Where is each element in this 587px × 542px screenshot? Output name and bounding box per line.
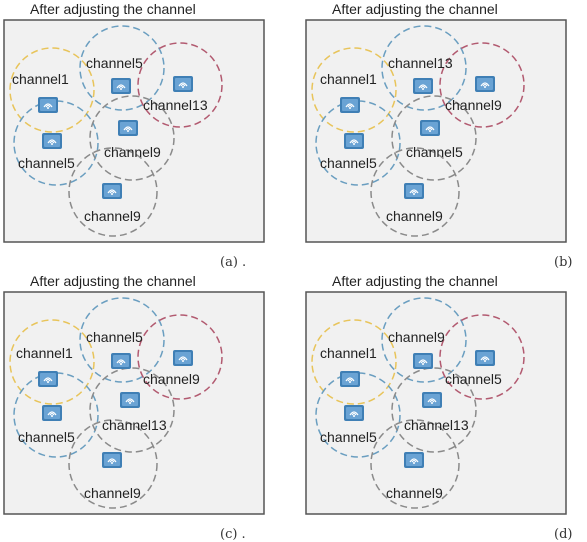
- ap-icon: [421, 391, 443, 409]
- coverage-circle-top: [79, 25, 165, 111]
- channel-label-bottom: channel9: [84, 485, 141, 501]
- ap-icon: [419, 119, 441, 137]
- panel-title: After adjusting the channel: [30, 1, 196, 17]
- ap-icon: [119, 391, 141, 409]
- ap-icon: [41, 132, 63, 150]
- panel-c: After adjusting the channel channel1 cha…: [3, 273, 265, 542]
- channel-label-left: channel5: [320, 155, 377, 171]
- coverage-circle-bottom: [370, 419, 460, 509]
- coverage-circle-right: [439, 42, 525, 128]
- channel-label-right: channel13: [143, 97, 208, 113]
- ap-icon: [37, 96, 59, 114]
- channel-label-center: channel13: [102, 417, 167, 433]
- channel-label-right: channel9: [143, 371, 200, 387]
- coverage-circle-right: [137, 42, 223, 128]
- channel-label-left: channel5: [18, 429, 75, 445]
- panel-b: After adjusting the channel channel1 cha…: [305, 1, 572, 270]
- channel-label-yellow: channel1: [320, 71, 377, 87]
- ap-icon: [110, 77, 132, 95]
- coverage-circle-left: [13, 100, 99, 186]
- ap-icon: [412, 352, 434, 370]
- coverage-circle-left: [13, 372, 99, 458]
- coverage-circle-yellow: [9, 47, 95, 133]
- panel-sublabel: (b): [554, 255, 572, 270]
- ap-icon: [41, 404, 63, 422]
- channel-label-left: channel5: [320, 429, 377, 445]
- ap-icon: [101, 451, 123, 469]
- panel-sublabel: (c) .: [220, 527, 246, 542]
- channel-label-top: channel13: [388, 55, 453, 71]
- ap-icon: [117, 119, 139, 137]
- coverage-circle-center: [89, 95, 175, 181]
- coverage-circle-right: [137, 314, 223, 400]
- panel-a: After adjusting the channel channel1 cha…: [3, 1, 265, 270]
- ap-icon: [343, 404, 365, 422]
- coverage-circle-yellow: [311, 319, 397, 405]
- panel-title: After adjusting the channel: [332, 273, 498, 289]
- channel-label-right: channel5: [445, 371, 502, 387]
- coverage-circle-bottom: [370, 147, 460, 237]
- channel-label-yellow: channel1: [16, 345, 73, 361]
- ap-icon: [412, 77, 434, 95]
- coverage-circle-bottom: [68, 147, 158, 237]
- channel-label-bottom: channel9: [84, 208, 141, 224]
- ap-icon: [474, 75, 496, 93]
- ap-icon: [110, 352, 132, 370]
- coverage-circle-top: [79, 297, 165, 383]
- coverage-circle-yellow: [311, 47, 397, 133]
- ap-icon: [172, 75, 194, 93]
- ap-icon: [474, 349, 496, 367]
- ap-icon: [101, 182, 123, 200]
- channel-label-center: channel9: [104, 144, 161, 160]
- channel-label-center: channel5: [406, 144, 463, 160]
- coverage-circle-top: [381, 25, 467, 111]
- ap-icon: [339, 96, 361, 114]
- channel-label-top: channel9: [388, 329, 445, 345]
- channel-label-yellow: channel1: [12, 71, 69, 87]
- channel-label-left: channel5: [18, 155, 75, 171]
- channel-label-bottom: channel9: [386, 208, 443, 224]
- panel-sublabel: (a) .: [220, 255, 246, 270]
- ap-icon: [37, 370, 59, 388]
- channel-label-center: channel13: [404, 417, 469, 433]
- panel-d: After adjusting the channel channel1 cha…: [305, 273, 572, 542]
- channel-label-right: channel9: [445, 97, 502, 113]
- coverage-circle-yellow: [9, 319, 95, 405]
- ap-icon: [403, 451, 425, 469]
- coverage-circle-right: [439, 314, 525, 400]
- ap-icon: [403, 182, 425, 200]
- ap-icon: [343, 132, 365, 150]
- coverage-circle-center: [391, 95, 477, 181]
- coverage-circle-bottom: [68, 419, 158, 509]
- panel-title: After adjusting the channel: [30, 273, 196, 289]
- channel-label-top: channel5: [86, 329, 143, 345]
- ap-icon: [172, 349, 194, 367]
- channel-label-yellow: channel1: [320, 345, 377, 361]
- coverage-circle-center: [391, 367, 477, 453]
- coverage-circle-left: [315, 372, 401, 458]
- panel-sublabel: (d): [554, 527, 572, 542]
- channel-label-top: channel5: [86, 55, 143, 71]
- panel-title: After adjusting the channel: [332, 1, 498, 17]
- channel-label-bottom: channel9: [386, 485, 443, 501]
- ap-icon: [339, 370, 361, 388]
- coverage-circle-left: [315, 100, 401, 186]
- coverage-circle-center: [89, 367, 175, 453]
- coverage-circle-top: [381, 297, 467, 383]
